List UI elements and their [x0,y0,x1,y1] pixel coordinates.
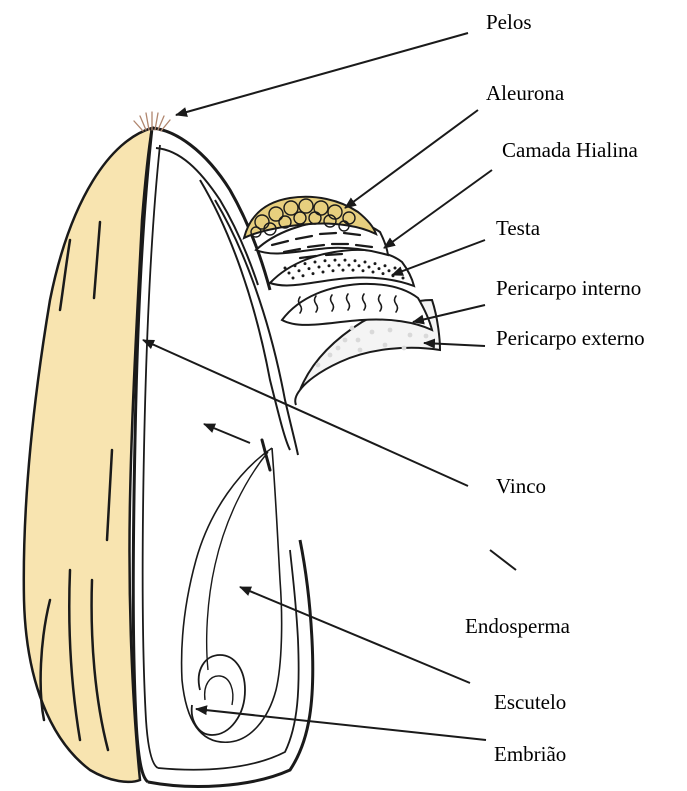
speckle [358,348,363,353]
grain-husk [24,128,152,782]
testa-dot [402,277,405,280]
testa-dot [328,264,331,267]
label-pericarpo-interno: Pericarpo interno [496,278,641,299]
speckle [350,326,355,331]
speckle [402,346,407,351]
testa-dot [372,270,375,273]
testa-dot [322,270,325,273]
testa-dot [342,269,345,272]
testa-dot [288,272,291,275]
testa-dot [312,272,315,275]
scutellum-inner-outline [207,452,268,670]
label-escutelo: Escutelo [494,692,566,713]
testa-dot [348,264,351,267]
embryo-inner [205,676,233,705]
testa-dot [302,274,305,277]
testa-dot [352,269,355,272]
speckle [370,330,375,335]
testa-dot [362,269,365,272]
testa-dot [314,260,317,263]
testa-dot [308,267,311,270]
body-bottom-inner [158,550,299,770]
label-camada-hialina: Camada Hialina [502,140,638,161]
leader-camada-hialina [384,170,492,248]
scutellum-outline [182,448,282,742]
testa-dot [384,264,387,267]
speckle [316,363,321,368]
body-left-inner-wall [143,145,160,768]
speckle [388,328,393,333]
leader-embriao [196,709,486,740]
testa-dot [324,259,327,262]
speckle [356,338,361,343]
label-embriao: Embrião [494,744,566,765]
leader-endosperma-stub [490,550,516,570]
grain-body-outline [152,128,270,290]
leader-escutelo [240,587,470,683]
label-endosperma: Endosperma [465,616,570,637]
label-testa: Testa [496,218,540,239]
testa-dot [338,264,341,267]
speckle [408,333,413,338]
testa-dot [374,262,377,265]
leader-vinco-short-arrow [204,424,250,443]
testa-dot [344,259,347,262]
testa-dot [284,267,287,270]
testa-dot [394,267,397,270]
testa-dot [354,259,357,262]
testa-dot [358,264,361,267]
label-vinco: Vinco [496,476,546,497]
speckle [424,334,429,339]
speckle [343,338,348,343]
hairs [134,112,170,131]
testa-dot [368,265,371,268]
testa-dot [294,264,297,267]
testa-layer [270,250,414,286]
testa-dot [334,259,337,262]
inner-pericarp-layer [282,284,432,330]
testa-dot [364,260,367,263]
testa-dot [388,269,391,272]
body-bottom-outline [148,540,313,786]
testa-dot [378,267,381,270]
label-pericarpo-externo: Pericarpo externo [496,328,645,349]
testa-dot [298,269,301,272]
speckle [383,343,388,348]
testa-dot [292,277,295,280]
embryo-outline [192,655,245,735]
leader-lines [143,33,516,740]
inset-connector [295,390,300,405]
testa-dot [332,269,335,272]
speckle [328,353,333,358]
leader-pelos [176,33,468,115]
leader-vinco [143,340,468,486]
leader-testa [392,240,485,275]
testa-dot [304,262,307,265]
label-aleurona: Aleurona [486,83,564,104]
speckle [336,346,341,351]
label-pelos: Pelos [486,12,532,33]
testa-dot [382,272,385,275]
testa-dot [318,265,321,268]
